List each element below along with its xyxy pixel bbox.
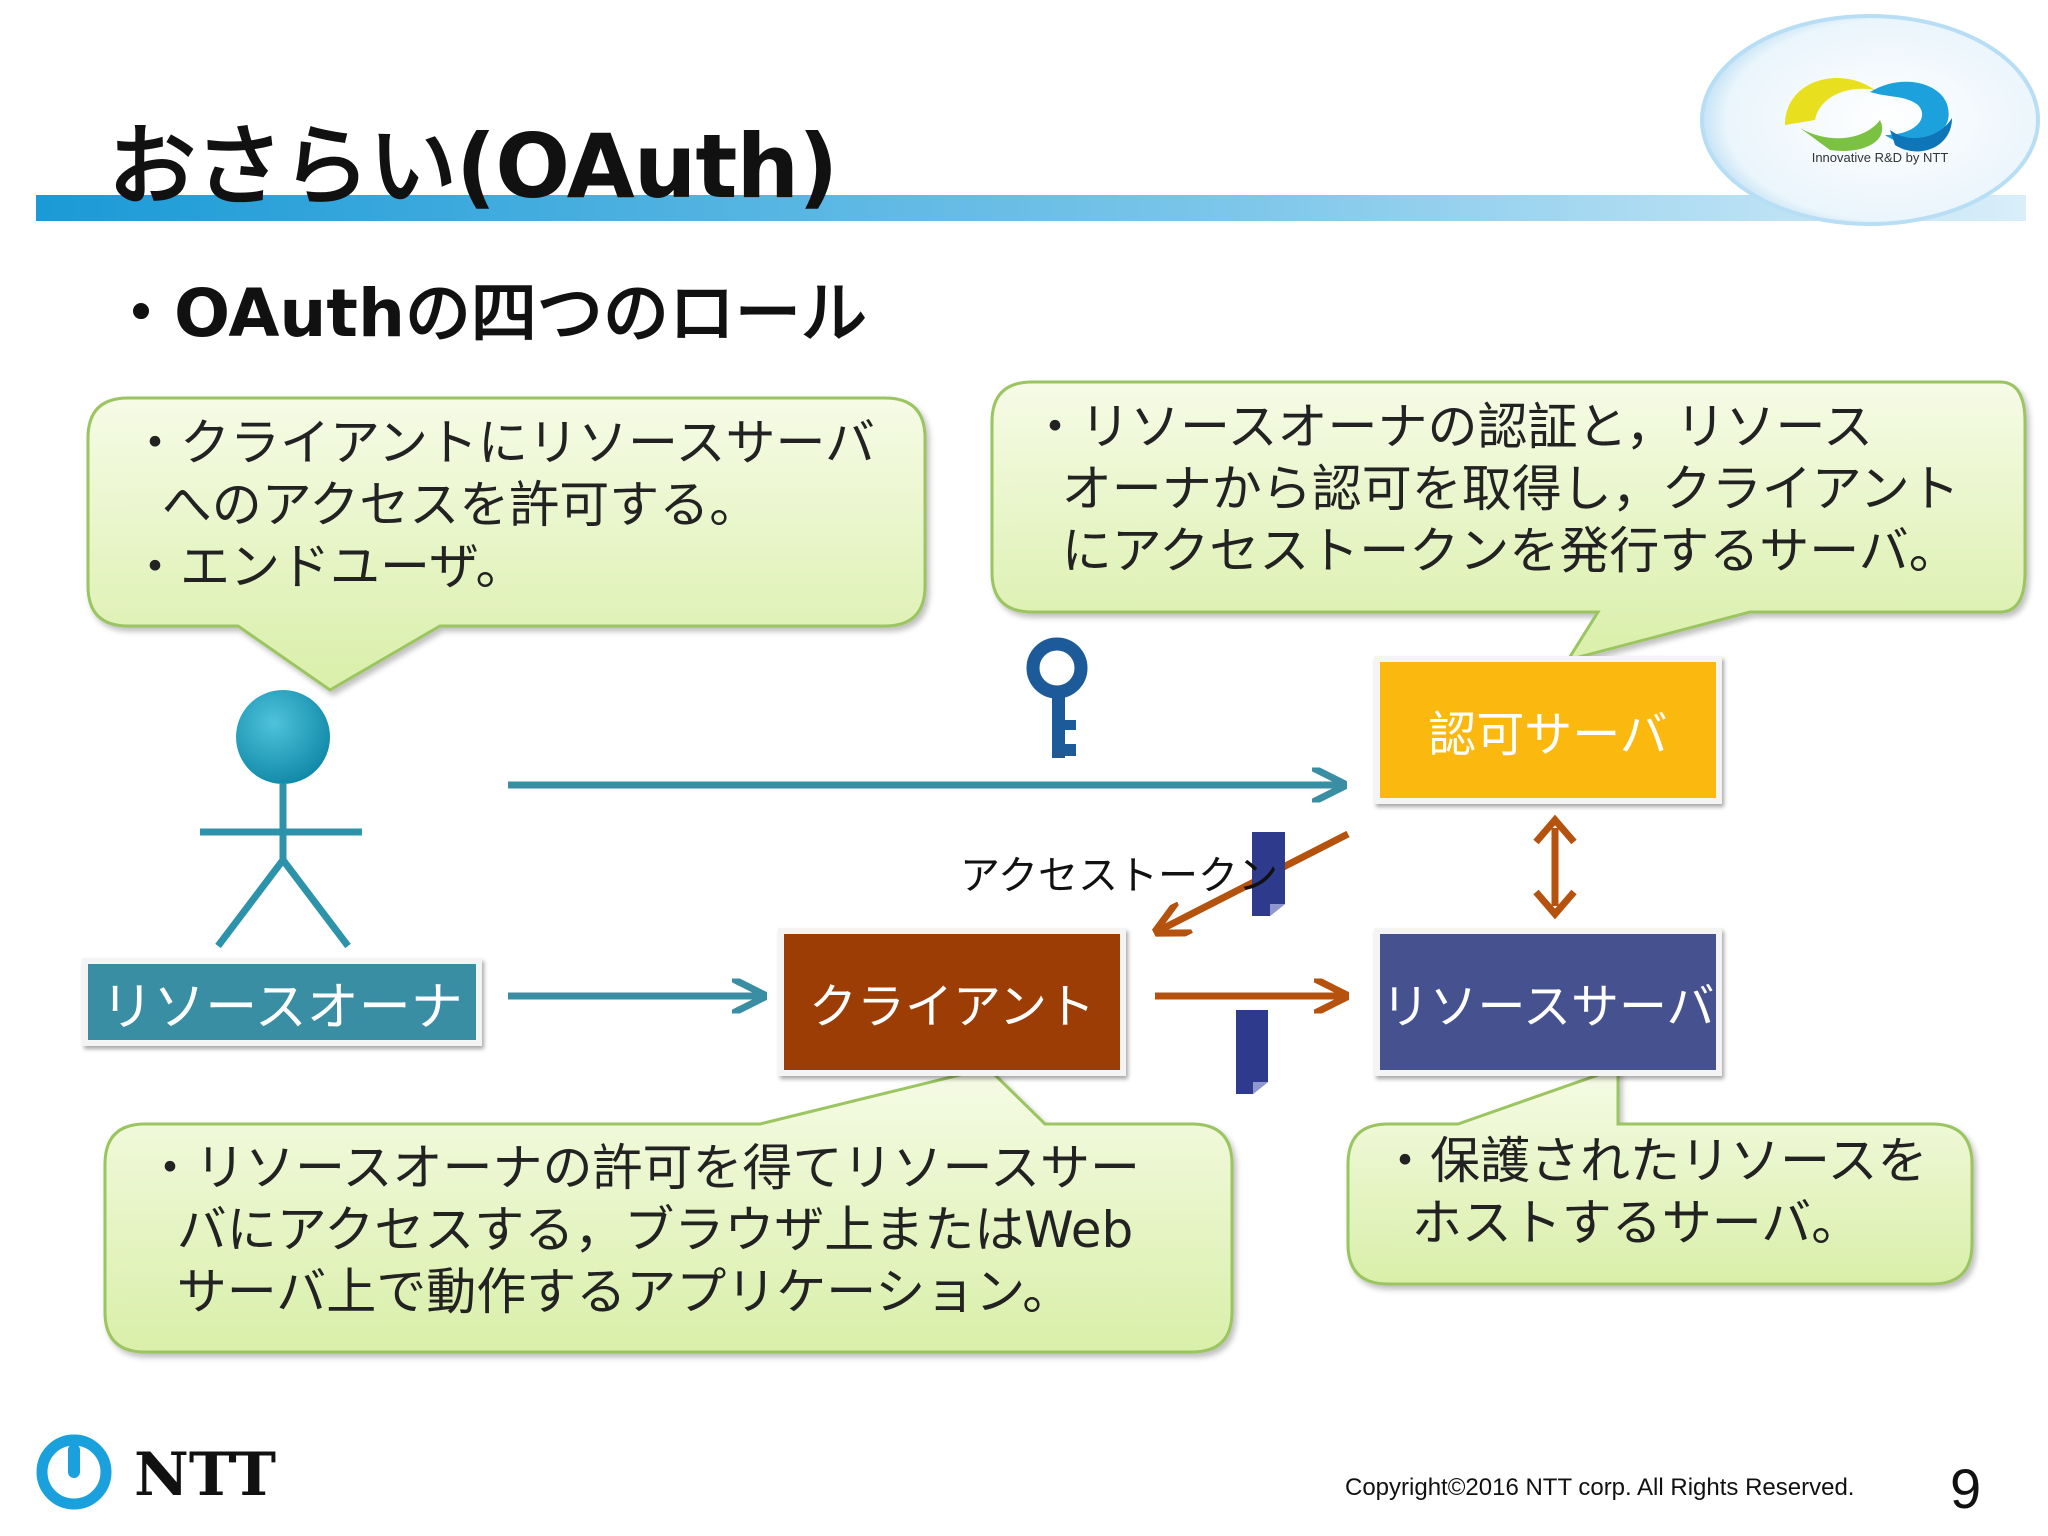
callout-client [103, 1066, 1234, 1354]
ntt-logo-icon [36, 1434, 112, 1510]
copyright-text: Copyright©2016 NTT corp. All Rights Rese… [1345, 1474, 1855, 1501]
callout-authz [990, 380, 2027, 663]
key-icon [1026, 637, 1088, 758]
authorization-server-box: 認可サーバ [1374, 656, 1722, 804]
callout-authz-text: ・リソースオーナの認証と，リソース オーナから認可を取得し，クライアント にアク… [1030, 398, 1960, 580]
access-token-icon [1252, 832, 1285, 916]
callout-client-text: ・リソースオーナの許可を得てリソースサー バにアクセスする，ブラウザ上またはWe… [145, 1139, 1140, 1321]
resource-owner-box: リソースオーナ [82, 958, 482, 1046]
stick-figure-icon [200, 690, 362, 949]
callout-owner-text: ・クライアントにリソースサーバ へのアクセスを許可する。 ・エンドユーザ。 [130, 414, 875, 596]
client-box: クライアント [778, 928, 1126, 1076]
callout-resource-text: ・保護されたリソースを ホストするサーバ。 [1380, 1132, 1928, 1252]
page-number: 9 [1950, 1457, 1982, 1520]
logo-tagline: Innovative R&D by NTT [1811, 150, 1949, 165]
header-band [36, 195, 2026, 221]
innovative-logo-icon [1700, 14, 2040, 226]
ntt-brand-text: NTT [134, 1440, 277, 1510]
callout-resource [1346, 1065, 1974, 1286]
access-token-icon [1236, 1010, 1268, 1094]
access-token-label: アクセストークン [960, 853, 1278, 899]
arrow-authz-resource-bidirectional [1533, 814, 1577, 920]
section-heading: ・OAuthの四つのロール [108, 275, 867, 352]
resource-server-box: リソースサーバ [1374, 928, 1722, 1076]
page-title: おさらい(OAuth) [108, 115, 838, 218]
callout-owner [86, 396, 927, 692]
